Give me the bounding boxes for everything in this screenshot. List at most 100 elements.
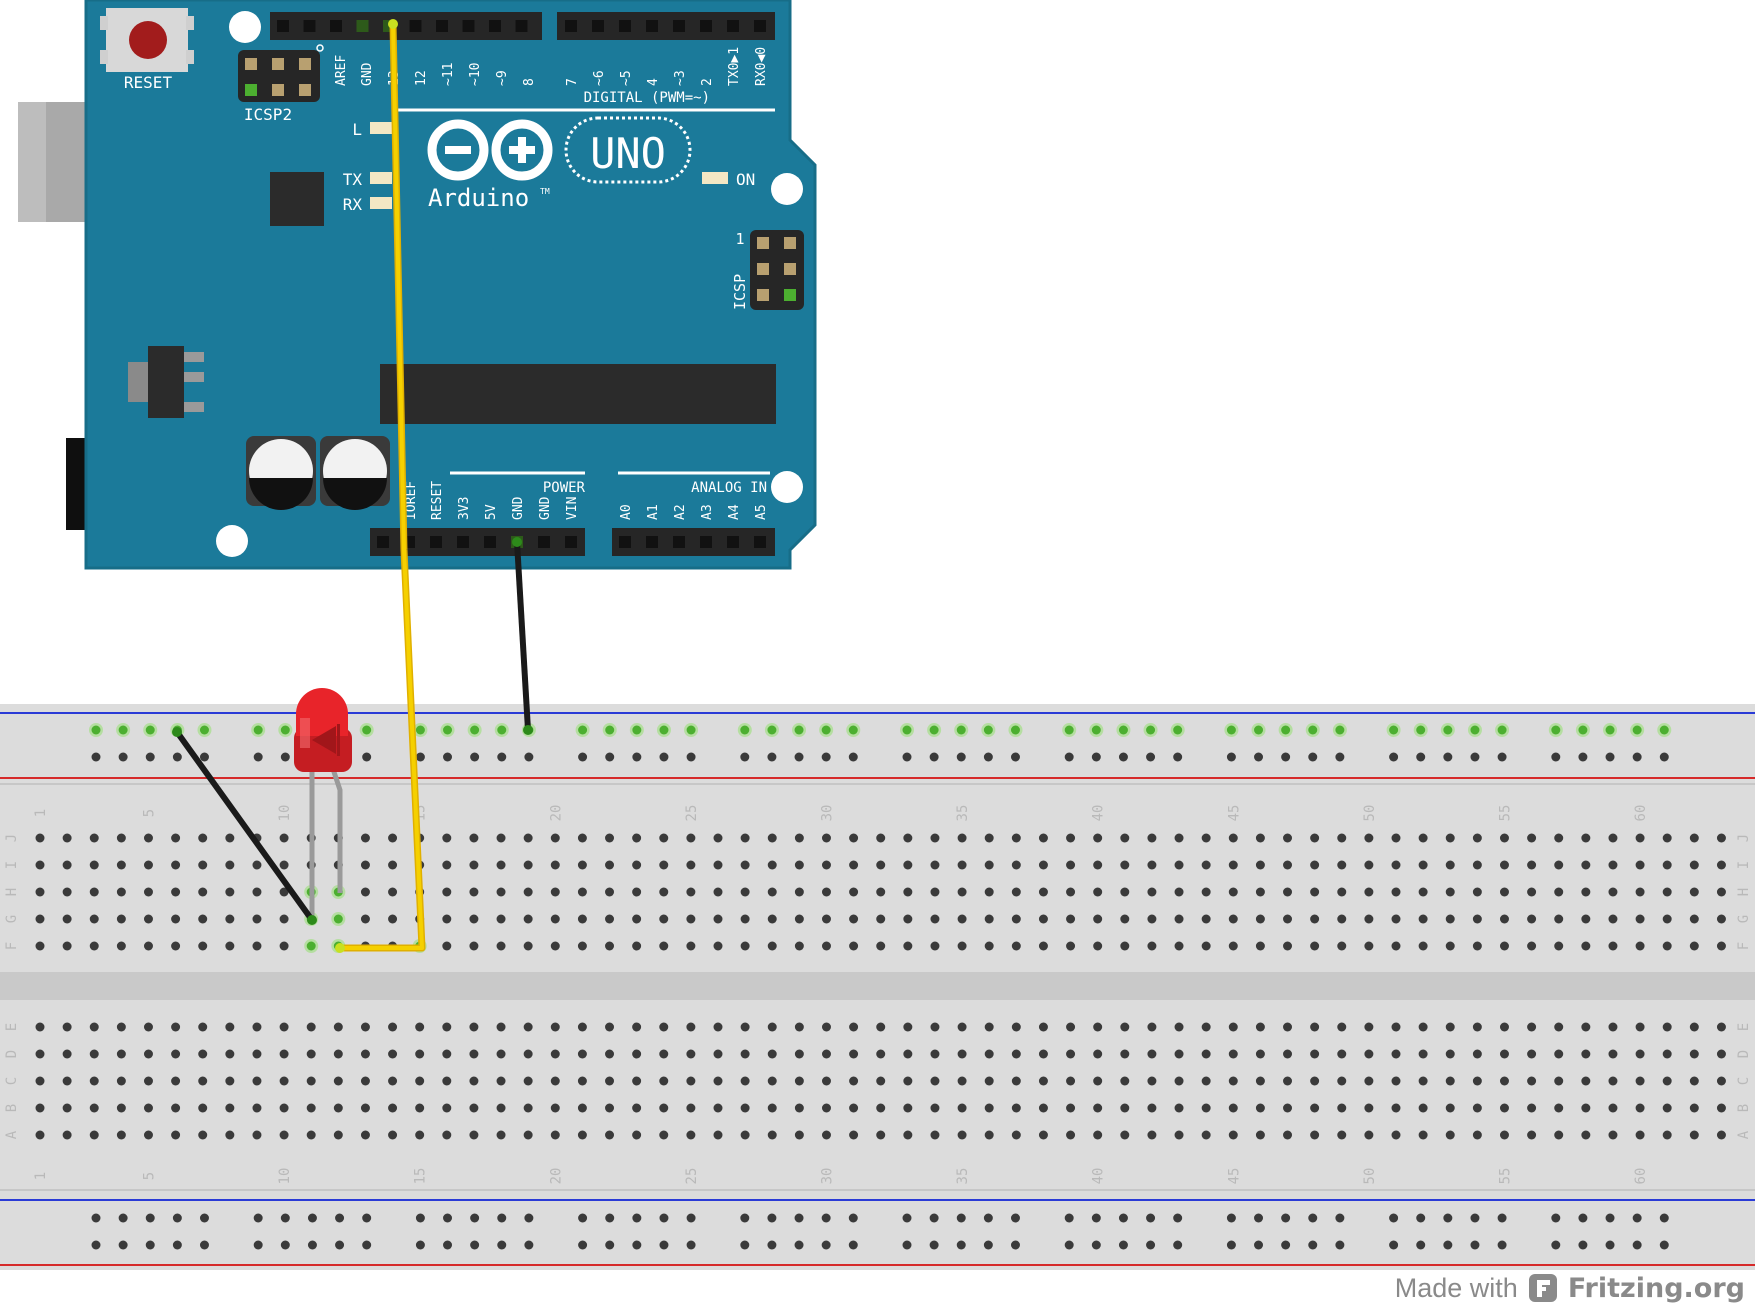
breadboard-hole[interactable] [767,833,777,843]
breadboard-hole[interactable] [252,860,262,870]
breadboard-hole[interactable] [1255,1076,1265,1086]
breadboard-hole[interactable] [171,1130,181,1140]
breadboard-hole[interactable] [984,1022,994,1032]
breadboard-hole[interactable] [279,1022,289,1032]
breadboard-hole[interactable] [1174,1049,1184,1059]
breadboard-hole[interactable] [442,1076,452,1086]
breadboard-hole[interactable] [632,860,642,870]
breadboard-hole[interactable] [1716,860,1726,870]
breadboard-hole[interactable] [1632,725,1642,735]
breadboard-hole[interactable] [415,1076,425,1086]
breadboard-hole[interactable] [524,752,534,762]
breadboard-hole[interactable] [1581,1103,1591,1113]
breadboard-hole[interactable] [1254,1240,1264,1250]
breadboard-hole[interactable] [1470,1213,1480,1223]
breadboard-hole[interactable] [550,860,560,870]
header-socket[interactable] [619,536,631,548]
breadboard-hole[interactable] [1337,1076,1347,1086]
breadboard-hole[interactable] [659,860,669,870]
breadboard-hole[interactable] [1201,860,1211,870]
breadboard-hole[interactable] [1662,1049,1672,1059]
breadboard-hole[interactable] [659,1022,669,1032]
breadboard-hole[interactable] [740,887,750,897]
breadboard-hole[interactable] [1228,887,1238,897]
breadboard-hole[interactable] [1310,1130,1320,1140]
breadboard-hole[interactable] [225,1076,235,1086]
breadboard-hole[interactable] [143,887,153,897]
breadboard-hole[interactable] [116,833,126,843]
breadboard-hole[interactable] [1226,1213,1236,1223]
breadboard-hole[interactable] [306,1103,316,1113]
breadboard-hole[interactable] [1389,725,1399,735]
breadboard-hole[interactable] [1689,833,1699,843]
breadboard-hole[interactable] [767,1240,777,1250]
breadboard-hole[interactable] [578,1240,588,1250]
breadboard-hole[interactable] [767,914,777,924]
breadboard-hole[interactable] [89,941,99,951]
breadboard-hole[interactable] [740,1022,750,1032]
breadboard-hole[interactable] [1091,1213,1101,1223]
breadboard-hole[interactable] [89,1049,99,1059]
breadboard-hole[interactable] [550,941,560,951]
breadboard-hole[interactable] [442,1022,452,1032]
breadboard-hole[interactable] [740,860,750,870]
breadboard-hole[interactable] [1389,752,1399,762]
breadboard-hole[interactable] [523,833,533,843]
breadboard-hole[interactable] [957,860,967,870]
breadboard-hole[interactable] [605,1022,615,1032]
breadboard-hole[interactable] [605,1213,615,1223]
breadboard-hole[interactable] [1255,1022,1265,1032]
breadboard-hole[interactable] [1472,833,1482,843]
breadboard-hole[interactable] [89,833,99,843]
breadboard-hole[interactable] [523,941,533,951]
breadboard-hole[interactable] [143,1049,153,1059]
breadboard-hole[interactable] [794,752,804,762]
breadboard-hole[interactable] [1472,1130,1482,1140]
breadboard-hole[interactable] [253,1240,263,1250]
breadboard-hole[interactable] [1443,752,1453,762]
header-socket[interactable] [409,20,422,32]
breadboard-hole[interactable] [821,1049,831,1059]
breadboard-hole[interactable] [1527,1130,1537,1140]
breadboard-hole[interactable] [89,1022,99,1032]
breadboard-hole[interactable] [1011,1022,1021,1032]
breadboard-hole[interactable] [116,1049,126,1059]
breadboard-hole[interactable] [821,1130,831,1140]
breadboard-hole[interactable] [1146,725,1156,735]
breadboard-hole[interactable] [118,752,128,762]
breadboard-hole[interactable] [1118,1213,1128,1223]
breadboard-hole[interactable] [1174,941,1184,951]
breadboard-hole[interactable] [632,914,642,924]
breadboard-hole[interactable] [1445,1076,1455,1086]
breadboard-hole[interactable] [632,941,642,951]
breadboard-hole[interactable] [91,1240,101,1250]
breadboard-hole[interactable] [469,1103,479,1113]
breadboard-hole[interactable] [469,860,479,870]
breadboard-hole[interactable] [1608,941,1618,951]
breadboard-hole[interactable] [767,1049,777,1059]
breadboard-hole[interactable] [35,914,45,924]
breadboard-hole[interactable] [280,1213,290,1223]
breadboard-hole[interactable] [767,752,777,762]
breadboard-hole[interactable] [1554,1103,1564,1113]
breadboard-hole[interactable] [1038,1130,1048,1140]
breadboard-hole[interactable] [1147,941,1157,951]
breadboard-hole[interactable] [550,1130,560,1140]
breadboard-hole[interactable] [984,1049,994,1059]
breadboard-hole[interactable] [794,1022,804,1032]
breadboard-hole[interactable] [443,1240,453,1250]
breadboard-hole[interactable] [713,860,723,870]
breadboard-hole[interactable] [306,941,316,951]
breadboard-hole[interactable] [523,860,533,870]
breadboard-hole[interactable] [1659,1240,1669,1250]
breadboard-hole[interactable] [1499,941,1509,951]
breadboard-hole[interactable] [1201,1130,1211,1140]
breadboard-hole[interactable] [1118,1240,1128,1250]
breadboard-hole[interactable] [1201,887,1211,897]
breadboard-hole[interactable] [1201,1049,1211,1059]
breadboard-hole[interactable] [577,1130,587,1140]
breadboard-hole[interactable] [1364,1076,1374,1086]
breadboard-hole[interactable] [605,1103,615,1113]
breadboard-hole[interactable] [362,752,372,762]
breadboard-hole[interactable] [1635,1049,1645,1059]
